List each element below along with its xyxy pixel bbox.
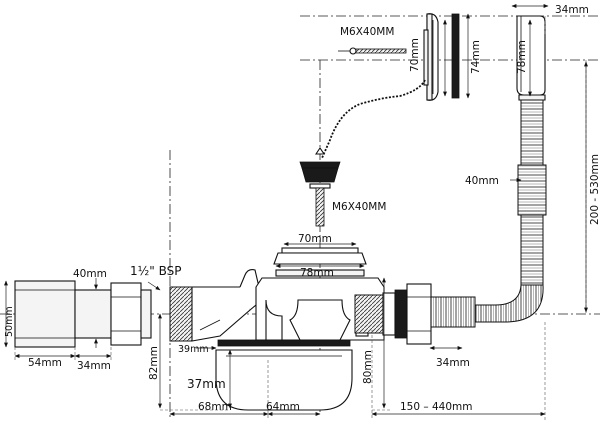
label-overflow-depth: 34mm [555, 4, 589, 16]
label-overflow-face-height: 70mm [409, 38, 421, 72]
centre-screw [315, 187, 325, 227]
label-flange-diameter: 78mm [300, 267, 334, 279]
right-outlet [354, 283, 432, 345]
label-trap-depth: 37mm [187, 377, 226, 391]
flexible-overflow-hose [429, 99, 547, 328]
grate-flange [273, 252, 367, 265]
label-screw-top: M6X40MM [340, 26, 394, 38]
label-hose-length: 150 – 440mm [400, 401, 472, 413]
hose-bend [461, 284, 544, 323]
trap-body [191, 269, 263, 342]
hose-horizontal [429, 296, 476, 328]
plug-top [299, 161, 341, 169]
label-thread-size: 1½" BSP [130, 264, 181, 278]
sealing-ring [275, 269, 365, 277]
grate-and-flange [273, 247, 367, 277]
label-body-height: 82mm [148, 346, 160, 380]
label-adapter-diameter: 40mm [73, 268, 107, 280]
label-trap-height: 80mm [362, 350, 374, 384]
label-pipe-diameter: 50mm [4, 306, 15, 337]
trap-seal [217, 339, 351, 347]
plug-chain [321, 79, 426, 159]
main-pipeline [14, 247, 432, 411]
pipe-adapter [74, 289, 112, 339]
grate-cover [281, 247, 359, 254]
bsp-thread [169, 286, 193, 342]
label-right-joint: 34mm [436, 357, 470, 369]
waste-pipe [14, 280, 76, 348]
overflow-cover-plate [423, 13, 439, 101]
hose-bulge [517, 164, 547, 216]
plug-hook [314, 147, 326, 155]
label-adapter-length: 34mm [77, 360, 111, 372]
label-seal-height: 39mm [178, 344, 209, 355]
label-overflow-body-height: 78mm [516, 40, 528, 74]
label-hose-range: 200 - 530mm [589, 154, 600, 225]
screw-head [309, 183, 331, 189]
label-grate-diameter: 70mm [298, 233, 332, 245]
label-hose-diameter: 40mm [465, 175, 499, 187]
overflow-screw [338, 47, 407, 55]
overflow-gasket [451, 13, 460, 99]
plug-and-screw [299, 147, 341, 227]
dimension-lines [4, 4, 588, 416]
label-offset-right: 64mm [266, 401, 300, 413]
left-compression-nut [110, 282, 152, 346]
plug-body [301, 167, 339, 183]
label-screw-mid: M6X40MM [332, 201, 386, 213]
label-pipe-length: 54mm [28, 357, 62, 369]
label-overflow-plate-height: 74mm [470, 40, 482, 74]
dimension-labels: M6X40MM M6X40MM 70mm 74mm 34mm 78mm 40mm… [4, 4, 600, 413]
label-offset-left: 68mm [198, 401, 232, 413]
trap-bowl [215, 349, 353, 411]
